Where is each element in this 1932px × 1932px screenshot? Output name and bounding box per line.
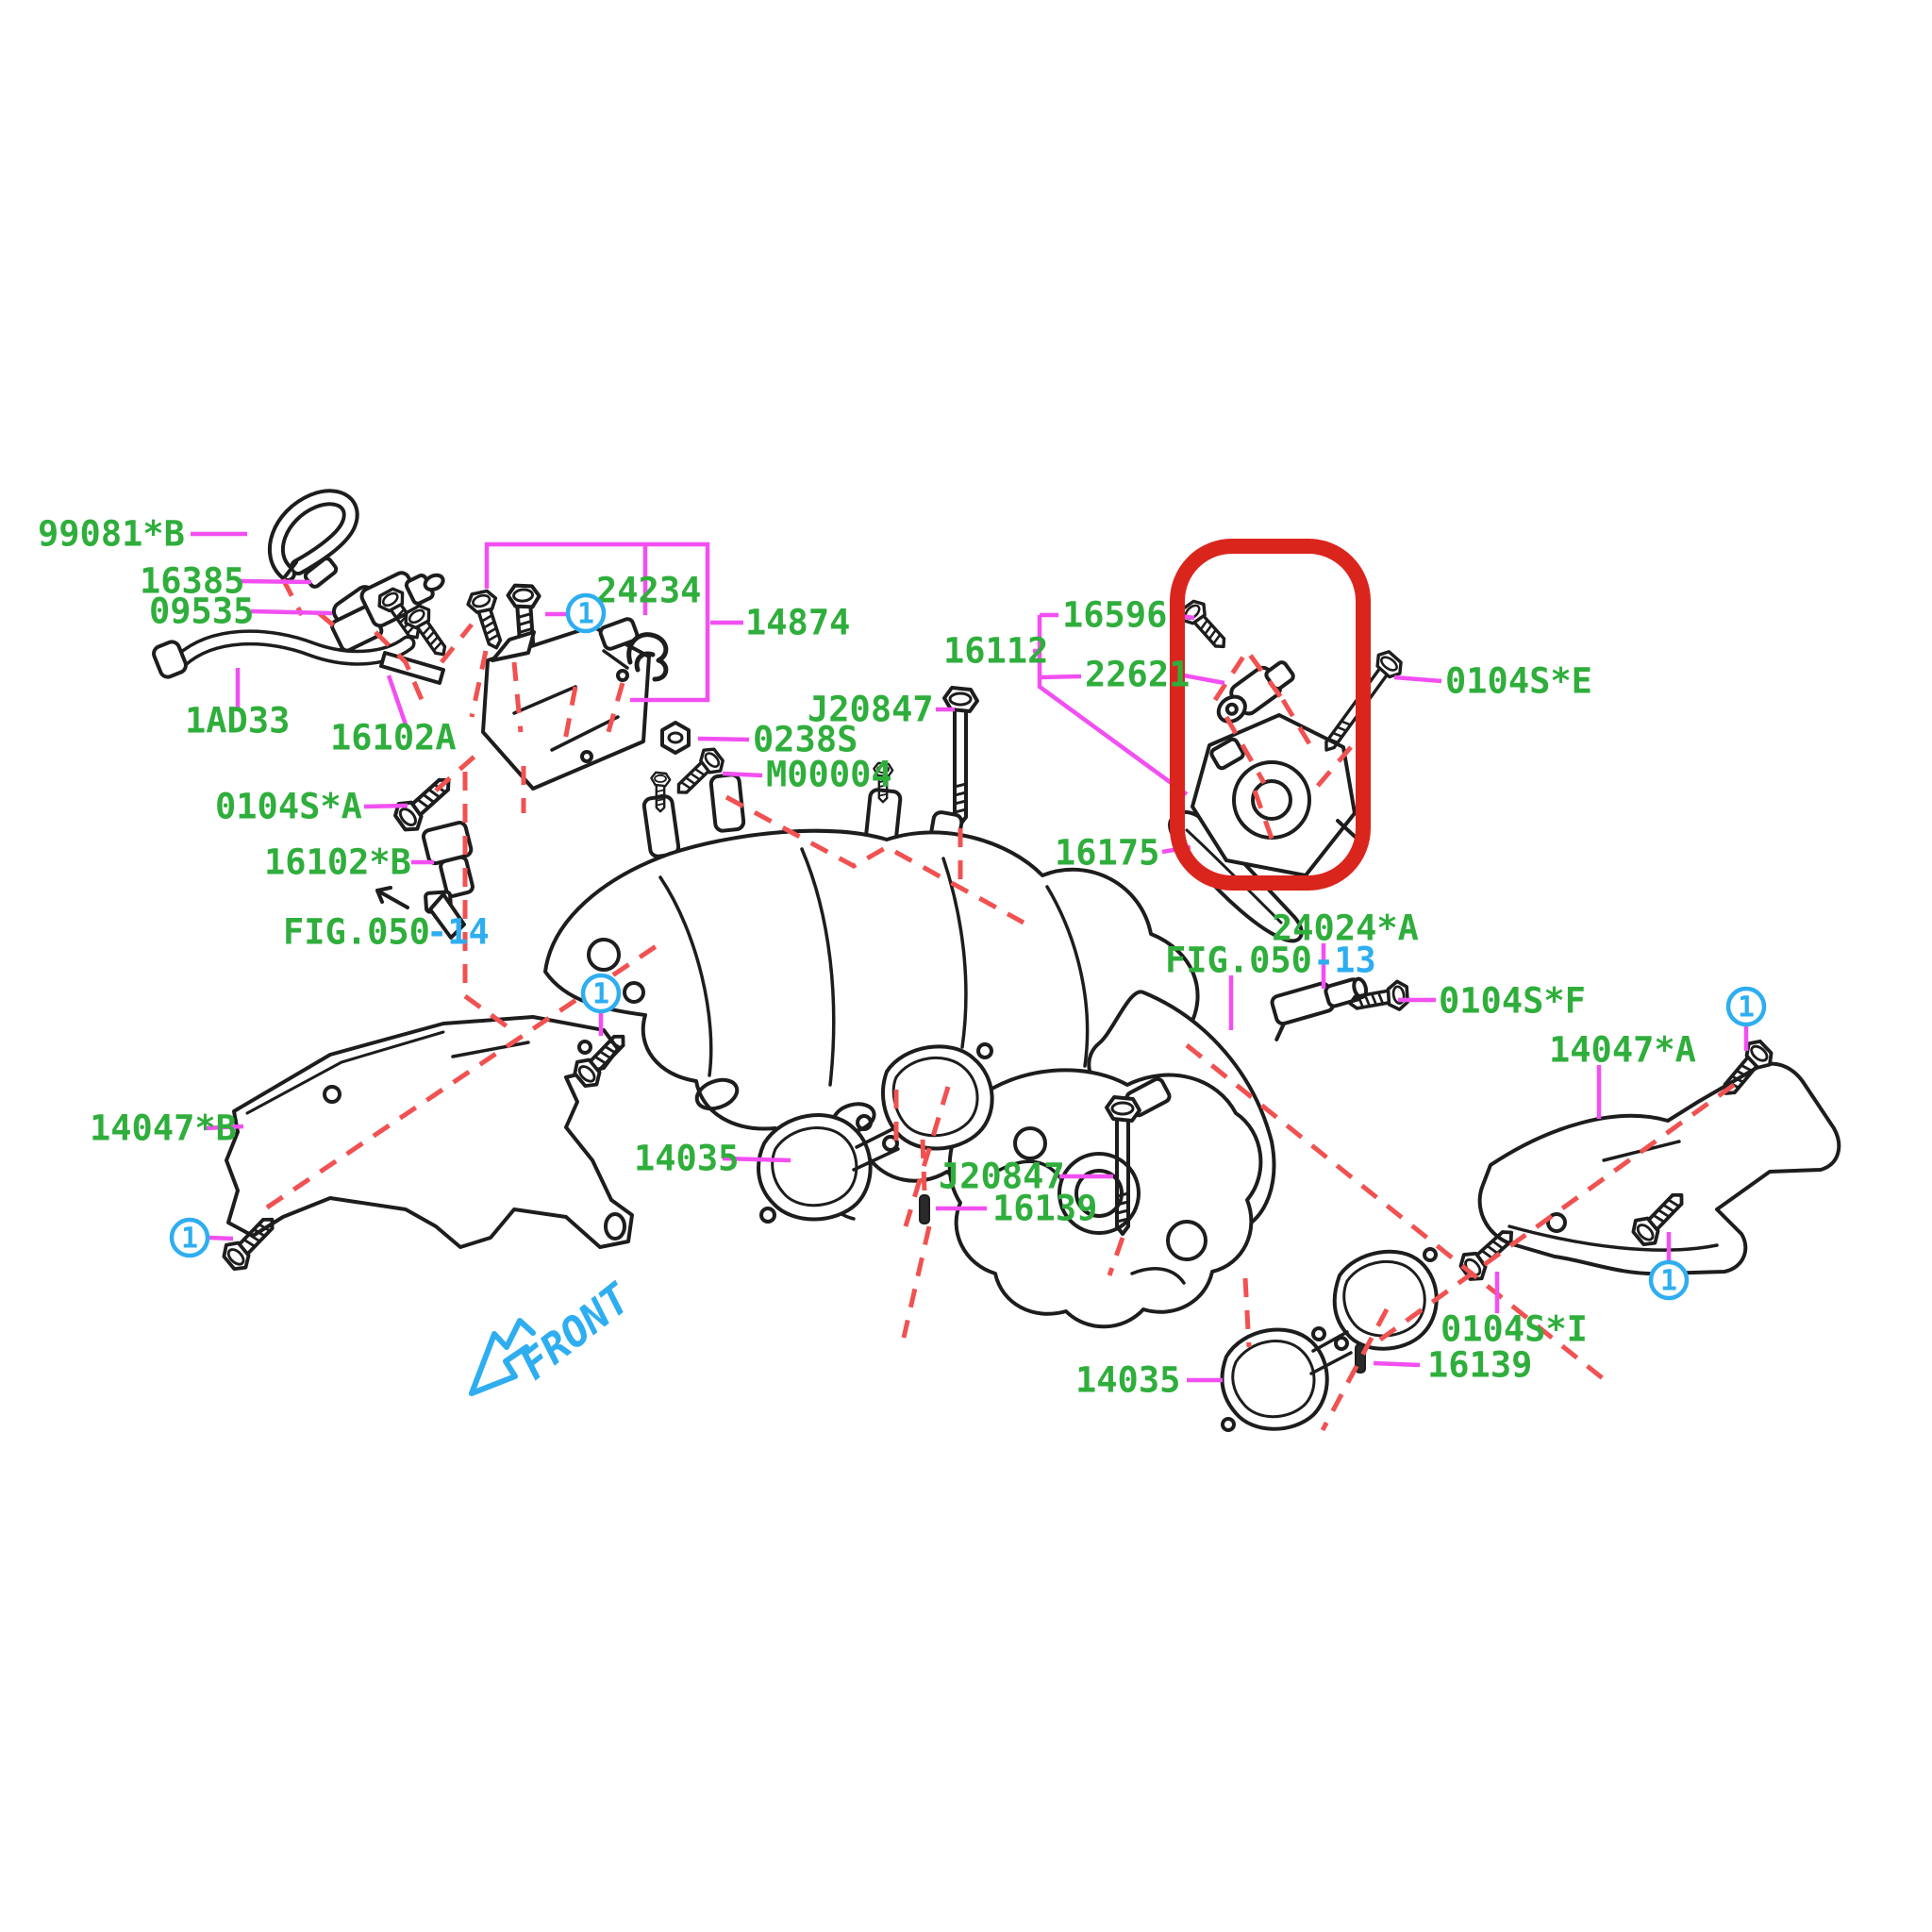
part-label-0104SA: 0104S*A xyxy=(215,787,362,827)
part-lower-assembly xyxy=(947,1068,1263,1329)
part-label-0104SI: 0104S*I xyxy=(1441,1309,1588,1350)
part-label-0104SF: 0104S*F xyxy=(1439,981,1586,1022)
part-label-14047A: 14047*A xyxy=(1549,1030,1696,1071)
part-label-14047B: 14047*B xyxy=(90,1108,237,1149)
callout-circle-icon xyxy=(580,973,622,1014)
part-label-16175: 16175 xyxy=(1055,833,1159,874)
front-indicator: FRONT xyxy=(469,1274,641,1396)
part-gasket-14035-left xyxy=(757,1042,994,1224)
part-bracket-16102A xyxy=(379,651,445,685)
part-label-0238S: 0238S xyxy=(753,720,858,760)
part-bracket-14047B xyxy=(225,1015,634,1249)
callout-number: 1 xyxy=(1738,991,1755,1024)
part-label-16102B: 16102*B xyxy=(264,842,411,883)
callout-circle-icon xyxy=(565,592,607,634)
callout-circle-icon xyxy=(1725,986,1767,1027)
callout-c2: 1 xyxy=(580,973,622,1014)
part-label-0104SE: 0104S*E xyxy=(1445,661,1592,702)
callout-c5: 1 xyxy=(1648,1259,1690,1301)
callout-number: 1 xyxy=(592,978,609,1011)
callout-c1: 1 xyxy=(565,592,607,634)
callout-c3: 1 xyxy=(169,1217,210,1258)
part-hose-99081B xyxy=(267,489,359,582)
part-label-14035B: 14035 xyxy=(1075,1360,1180,1401)
part-label-J20847b: J20847 xyxy=(939,1157,1065,1197)
callout-circle-icon xyxy=(169,1217,210,1258)
callout-number: 1 xyxy=(577,598,594,631)
part-label-16112: 16112 xyxy=(943,631,1048,672)
part-nut-0238S xyxy=(660,721,691,755)
front-arrow-icon xyxy=(469,1318,536,1396)
part-label-16385: 16385 xyxy=(140,561,244,602)
part-label-FIG05014-suf: -14 xyxy=(426,912,490,953)
part-shield-14047A xyxy=(1477,1061,1841,1276)
part-label-24234: 24234 xyxy=(596,571,701,611)
part-screw-16596 xyxy=(1174,594,1236,658)
part-label-99081B: 99081*B xyxy=(38,514,185,555)
part-label-24024A: 24024*A xyxy=(1272,908,1419,949)
part-label-16102A: 16102A xyxy=(330,718,457,758)
part-label-M00004: M00004 xyxy=(766,755,892,795)
fig-ref-arrow xyxy=(375,886,409,909)
callout-circle-icon xyxy=(1648,1259,1690,1301)
part-label-22621: 22621 xyxy=(1085,655,1190,695)
part-label-FIG05014-pre: FIG.050 xyxy=(283,912,430,953)
part-label-16596: 16596 xyxy=(1062,595,1167,636)
part-label-14874: 14874 xyxy=(745,603,850,643)
part-gasket-14035-bottom xyxy=(1220,1247,1439,1432)
part-label-J20847a: J20847 xyxy=(808,690,934,730)
part-label-FIG05013-pre: FIG.050 xyxy=(1165,941,1312,981)
part-label-16139a: 16139 xyxy=(992,1189,1097,1229)
part-solenoid-16102A xyxy=(330,571,445,653)
screw-icon xyxy=(463,586,512,654)
callout-c4: 1 xyxy=(1725,986,1767,1027)
part-bracket-24024A xyxy=(1270,976,1369,1041)
part-clamp-24234 xyxy=(626,632,669,682)
assembly-dashed-lines xyxy=(265,577,1736,1432)
callout-number: 1 xyxy=(1660,1265,1677,1298)
part-cover-14874 xyxy=(481,617,651,791)
line-artwork xyxy=(152,489,1841,1432)
part-label-FIG05013-suf: -13 xyxy=(1313,941,1376,981)
callout-circles: 1 1 1 1 1 xyxy=(169,592,1767,1301)
part-label-1AD33: 1AD33 xyxy=(185,701,290,741)
part-bracket-16102B xyxy=(428,892,466,940)
callout-number: 1 xyxy=(181,1223,198,1256)
part-label-14035L: 14035 xyxy=(634,1139,739,1179)
part-hose-1AD33 xyxy=(152,629,416,679)
highlight-box xyxy=(1170,539,1371,891)
part-label-09535: 09535 xyxy=(149,591,254,632)
part-label-16139b: 16139 xyxy=(1427,1345,1532,1386)
part-pin-16139-left xyxy=(918,1193,931,1225)
